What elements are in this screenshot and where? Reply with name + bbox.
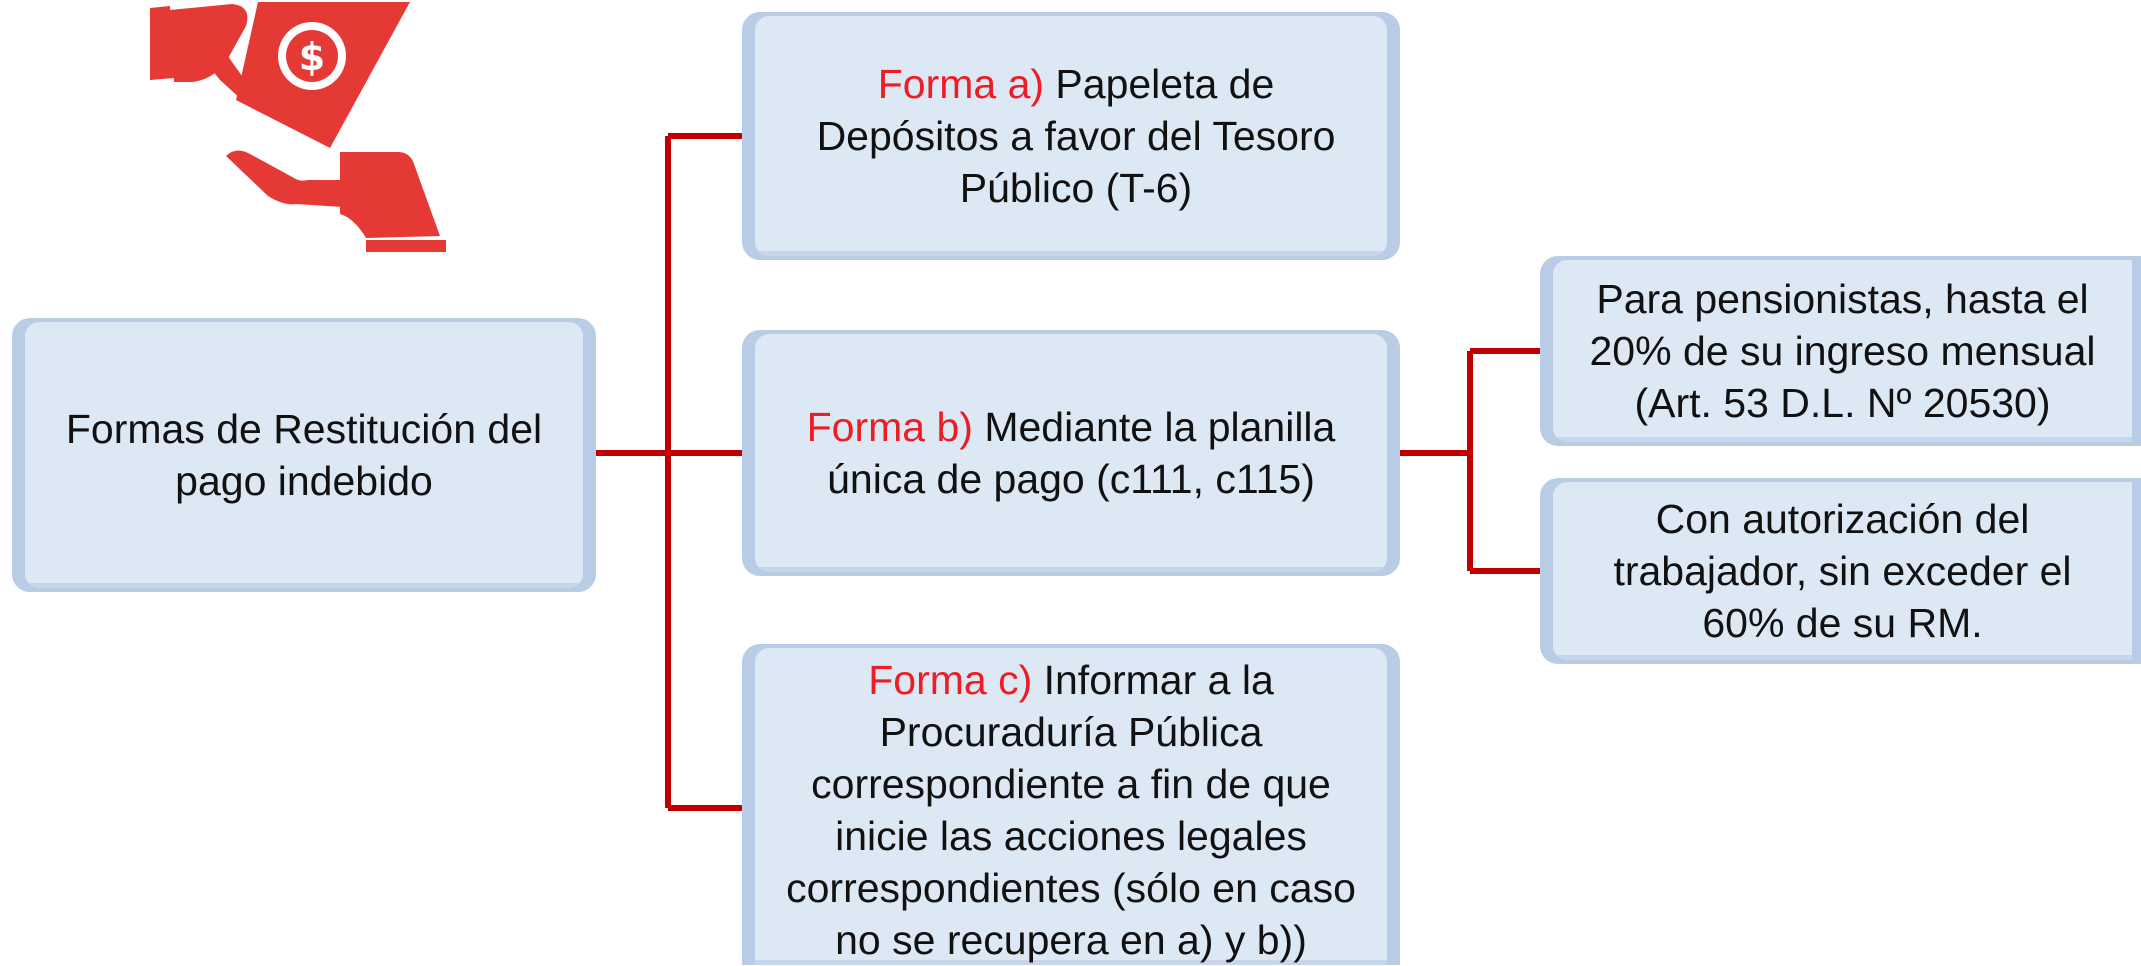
option-b-prefix: Forma b) — [806, 404, 973, 450]
root-label: Formas de Restitución del pago indebido — [65, 406, 543, 504]
option-c-body: Informar a la Procuraduría Pública corre… — [786, 657, 1356, 963]
svg-text:$: $ — [299, 35, 325, 79]
option-c-prefix: Forma c) — [868, 657, 1033, 703]
sub-option-2-node: Con autorización del trabajador, sin exc… — [1540, 478, 2141, 664]
sub-option-2-text: Con autorización del trabajador, sin exc… — [1613, 496, 2072, 646]
sub-option-1-text: Para pensionistas, hasta el 20% de su in… — [1589, 276, 2096, 426]
option-a-text: Forma a) Papeleta de Depósitos a favor d… — [816, 58, 1336, 214]
option-a-body: Papeleta de Depósitos a favor del Tesoro… — [816, 61, 1336, 211]
option-a-prefix: Forma a) — [877, 61, 1045, 107]
option-b-text: Forma b) Mediante la planilla única de p… — [768, 401, 1374, 505]
root-node: Formas de Restitución del pago indebido — [12, 318, 596, 592]
option-b-body: Mediante la planilla única de pago (c111… — [827, 404, 1336, 502]
option-c-text: Forma c) Informar a la Procuraduría Públ… — [764, 654, 1378, 966]
option-c-node: Forma c) Informar a la Procuraduría Públ… — [742, 644, 1400, 965]
sub-option-1-node: Para pensionistas, hasta el 20% de su in… — [1540, 256, 2141, 446]
option-b-node: Forma b) Mediante la planilla única de p… — [742, 330, 1400, 576]
hand-giving-money-icon: $ — [150, 2, 446, 252]
option-a-node: Forma a) Papeleta de Depósitos a favor d… — [742, 12, 1400, 260]
